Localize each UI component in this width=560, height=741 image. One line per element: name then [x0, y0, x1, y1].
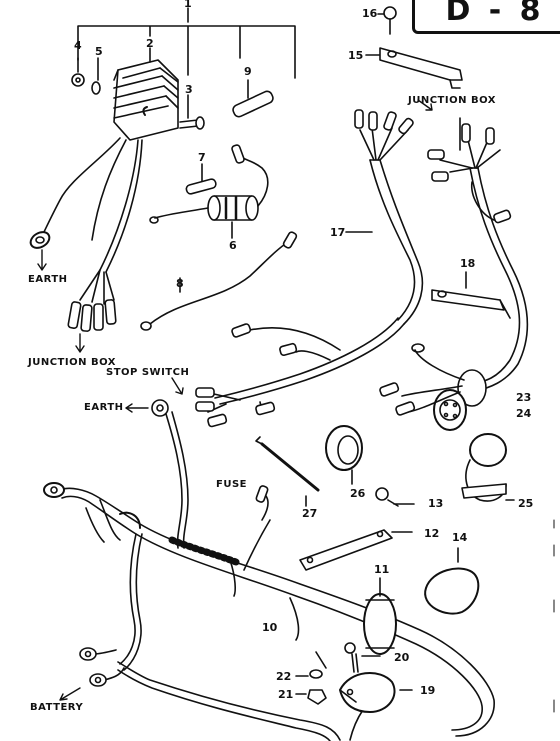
part-number-15: 15 — [348, 49, 364, 62]
part-number-22: 22 — [276, 670, 292, 683]
diagram-title: D - 8 — [412, 0, 560, 34]
cap-part-14 — [424, 547, 480, 615]
bolt-part-20 — [344, 642, 381, 673]
part-number-25: 25 — [518, 497, 534, 510]
fuse-part-7 — [185, 163, 217, 195]
part-number-11: 11 — [374, 563, 390, 576]
washer-part-5 — [91, 57, 101, 95]
bracket-part-15 — [365, 47, 463, 89]
part-number-26: 26 — [350, 487, 366, 500]
part-number-7: 7 — [198, 151, 206, 164]
part-number-19: 19 — [420, 684, 436, 697]
rectifier-wires — [29, 137, 143, 353]
junction-box-label-left: JUNCTION BOX — [28, 357, 116, 368]
part-number-17: 17 — [330, 226, 346, 239]
part-number-10: 10 — [262, 621, 278, 634]
part-number-2: 2 — [146, 37, 154, 50]
fuse-label: FUSE — [216, 479, 247, 490]
nut-part-21 — [295, 689, 327, 705]
part-1-bracket — [77, 7, 296, 79]
part-number-21: 21 — [278, 688, 294, 701]
grommet-part-11 — [363, 577, 397, 655]
battery-arrow — [59, 687, 81, 701]
nut-part-4 — [71, 57, 85, 87]
part-number-8: 8 — [176, 277, 184, 290]
part-number-5: 5 — [95, 45, 103, 58]
fuse-holder-part-6 — [149, 144, 269, 239]
part-number-23: 23 — [516, 391, 532, 404]
part-number-27: 27 — [302, 507, 318, 520]
part-number-18: 18 — [460, 257, 476, 270]
stop-switch-harness — [171, 317, 405, 428]
part-number-4: 4 — [74, 39, 82, 52]
battery-harness-part-10 — [43, 482, 495, 741]
clamp-part-19 — [315, 651, 413, 713]
clip-part-25 — [461, 433, 515, 502]
screw-part-13 — [375, 487, 415, 507]
part-number-12: 12 — [424, 527, 440, 540]
junction-box-label-top: JUNCTION BOX — [408, 95, 496, 106]
part-number-14: 14 — [452, 531, 468, 544]
wire-part-8 — [140, 231, 298, 331]
earth-terminal — [125, 399, 189, 549]
part-number-24: 24 — [516, 407, 532, 420]
part-number-20: 20 — [394, 651, 410, 664]
part-number-1: 1 — [184, 0, 192, 10]
bolt-part-3 — [179, 94, 205, 130]
harness-part-17 — [345, 99, 433, 325]
stop-switch-label: STOP SWITCH — [106, 367, 190, 378]
part-number-6: 6 — [229, 239, 237, 252]
plate-part-12 — [299, 529, 413, 571]
rectifier-part-2 — [113, 47, 179, 141]
part-number-9: 9 — [244, 65, 252, 78]
part-number-16: 16 — [362, 7, 378, 20]
multi-pin-connector — [379, 343, 487, 431]
part-number-3: 3 — [185, 83, 193, 96]
battery-label: BATTERY — [30, 702, 84, 713]
earth-label-mid: EARTH — [84, 402, 124, 413]
screw-part-16 — [377, 6, 397, 35]
strap-part-27 — [255, 436, 320, 507]
part-number-13: 13 — [428, 497, 444, 510]
harness-part-23-24 — [427, 117, 529, 393]
bracket-part-18 — [431, 271, 511, 319]
grommet-part-26 — [325, 425, 363, 485]
fuse-part-9 — [232, 79, 274, 118]
washer-part-22 — [295, 669, 323, 679]
earth-label-left: EARTH — [28, 274, 68, 285]
